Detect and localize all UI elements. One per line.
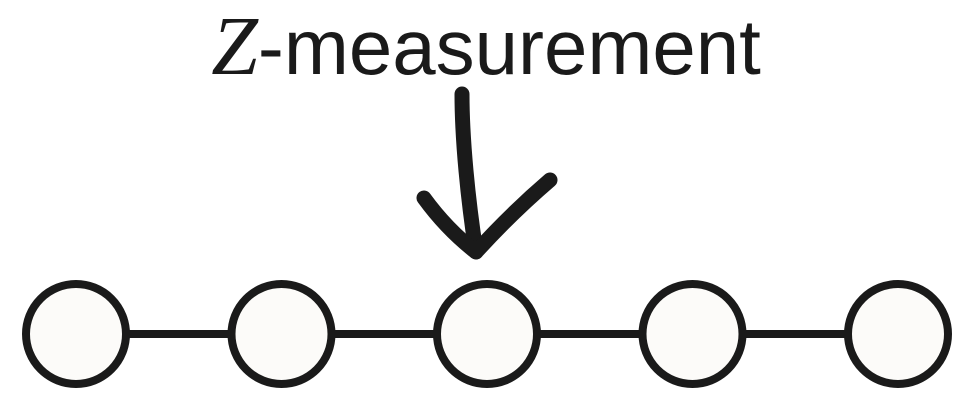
measurement-arrow: [416, 86, 558, 260]
chain-nodes: [22, 280, 952, 388]
arrow-shaft: [454, 86, 484, 260]
chain-node: [22, 280, 130, 388]
measurement-label-text: -measurement: [257, 3, 761, 91]
arrow-head: [416, 172, 558, 260]
chain-node: [638, 280, 747, 388]
chain-node: [227, 280, 336, 388]
measurement-variable: Z: [211, 0, 258, 93]
measurement-label: Z-measurement: [0, 2, 972, 92]
measured-node: [433, 280, 541, 388]
chain-node: [844, 280, 952, 388]
